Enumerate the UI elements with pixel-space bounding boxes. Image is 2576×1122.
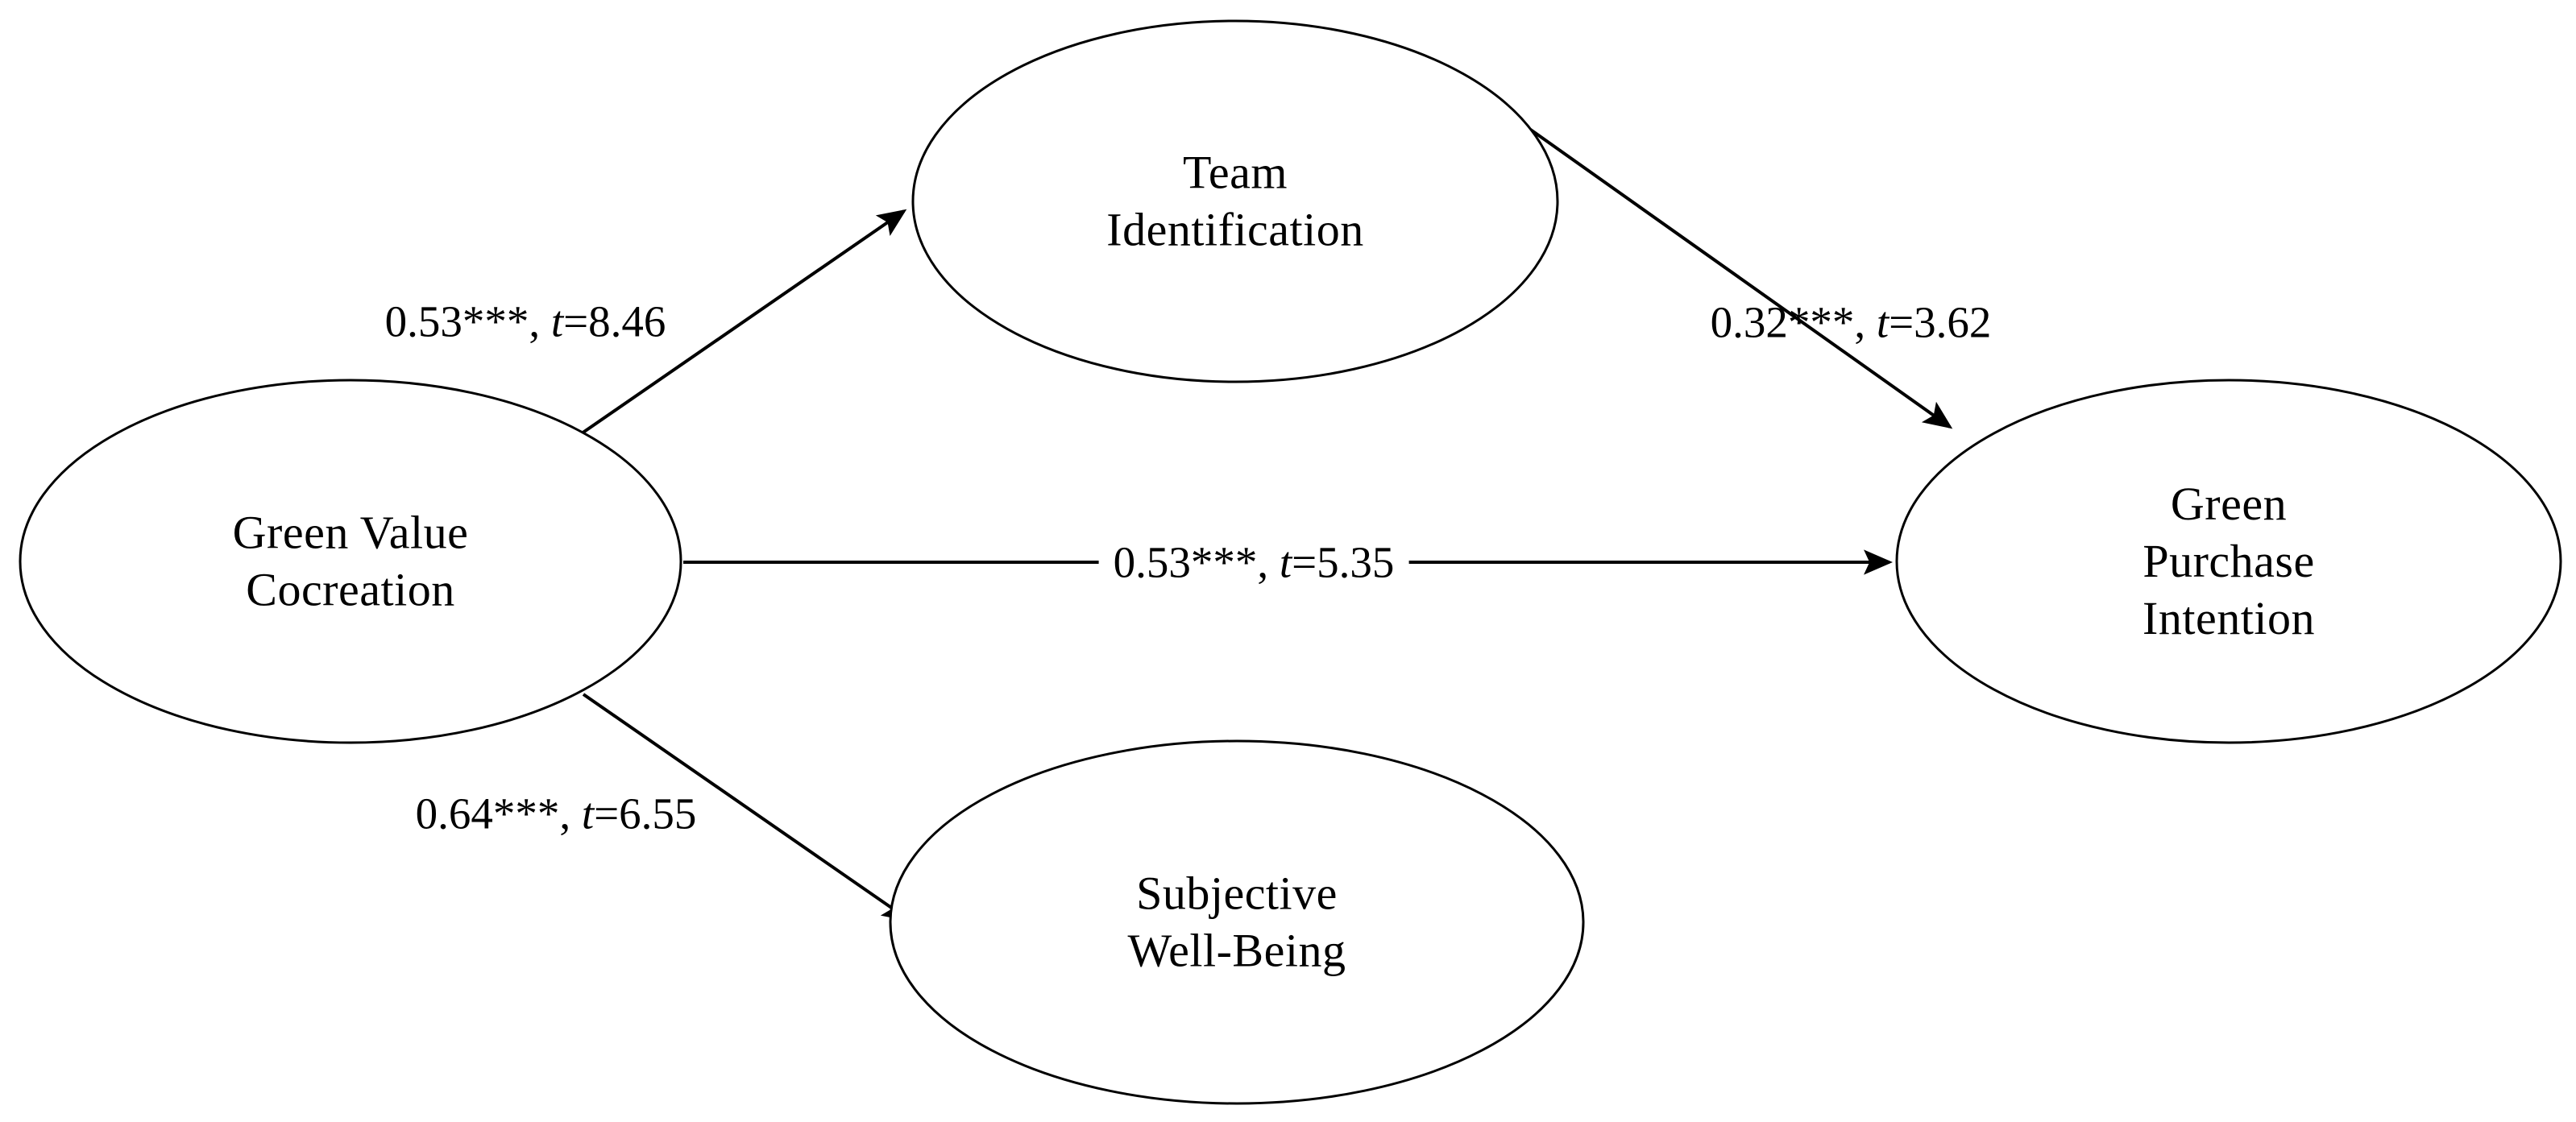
node-green-purchase-intention[interactable] <box>1895 379 2562 744</box>
edge-t-value: =5.35 <box>1292 537 1395 587</box>
edge-t-value: =8.46 <box>563 296 666 346</box>
node-green-value-cocreation[interactable] <box>19 379 682 744</box>
edge-comma: , <box>559 789 582 838</box>
edge-t-symbol: t <box>1876 297 1889 347</box>
edge-t-symbol: t <box>1279 537 1292 587</box>
edge-coefficient: 0.64*** <box>415 789 560 838</box>
edge-comma: , <box>529 296 551 346</box>
edge-comma: , <box>1854 297 1877 347</box>
edge-coefficient: 0.53*** <box>384 296 529 346</box>
edge-coefficient: 0.53*** <box>1113 537 1258 587</box>
edge-t-value: =3.62 <box>1889 297 1992 347</box>
edge-comma: , <box>1257 537 1280 587</box>
edge-t-value: =6.55 <box>594 789 697 838</box>
edge-label-gvc-to-team-identification: 0.53***, t=8.46 <box>385 300 666 344</box>
edge-t-symbol: t <box>581 789 595 838</box>
edge-team-identification-to-gpi <box>1505 111 1953 429</box>
edge-coefficient: 0.32*** <box>1710 297 1855 347</box>
edge-t-symbol: t <box>550 296 564 346</box>
edge-label-gvc-to-subjective-well-being: 0.64***, t=6.55 <box>416 792 697 836</box>
edge-gvc-to-team-identification <box>580 209 907 435</box>
edge-gvc-to-subjective-well-being <box>582 693 912 922</box>
node-team-identification[interactable] <box>911 19 1559 383</box>
edge-label-gvc-to-gpi: 0.53***, t=5.35 <box>1098 537 1409 587</box>
node-subjective-well-being[interactable] <box>889 739 1585 1105</box>
edge-label-team-identification-to-gpi: 0.32***, t=3.62 <box>1711 300 1992 345</box>
